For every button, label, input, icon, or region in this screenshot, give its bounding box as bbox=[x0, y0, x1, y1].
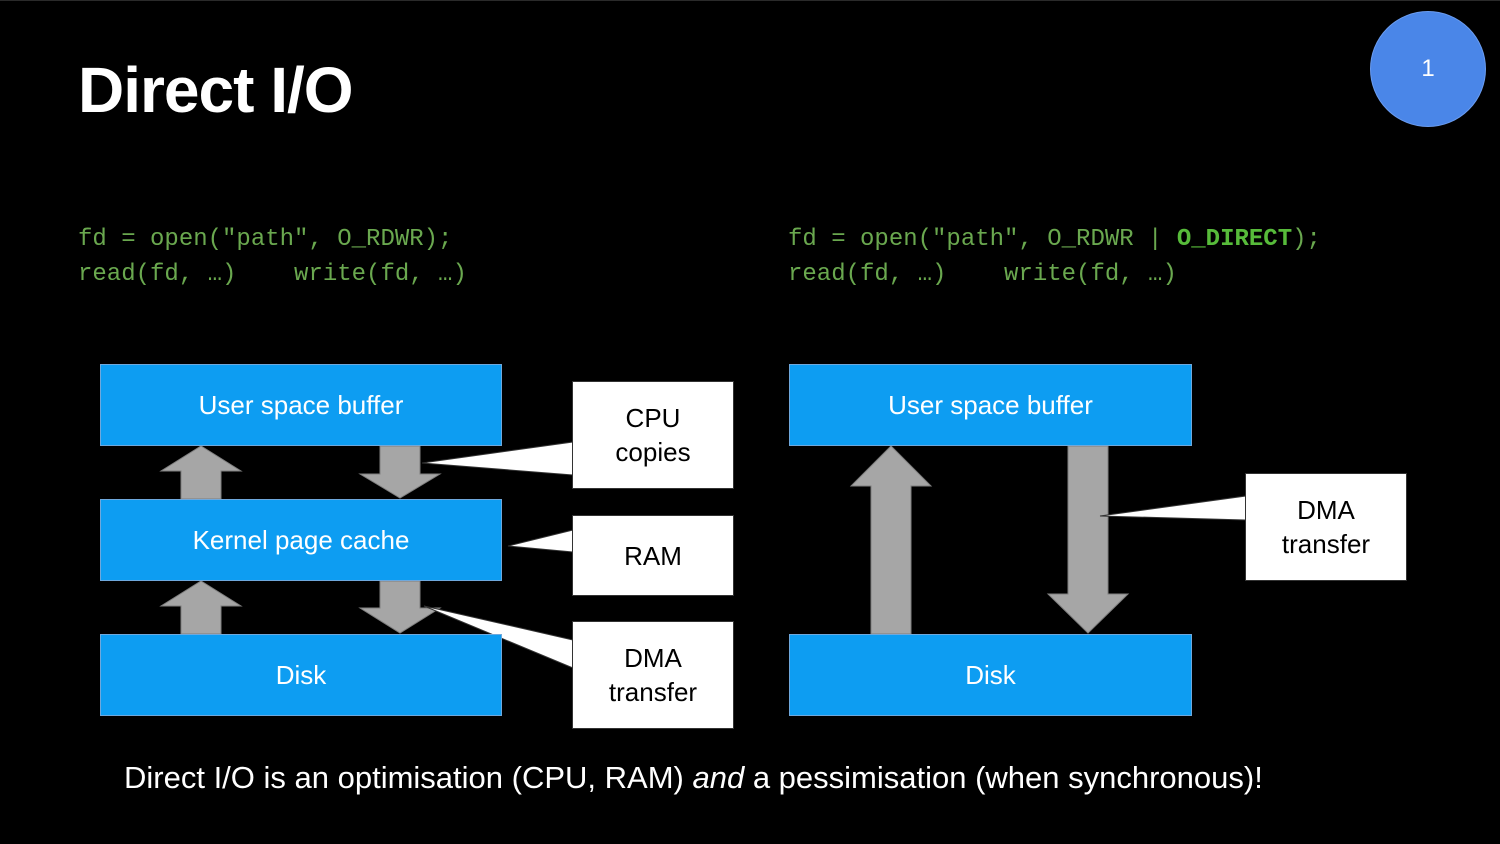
right-down-arrow-to-disk bbox=[1046, 445, 1130, 634]
left-user-space-buffer: User space buffer bbox=[100, 364, 502, 446]
right-code-line-open: fd = open("path", O_RDWR | O_DIRECT); bbox=[788, 222, 1321, 257]
left-dma-line2: transfer bbox=[608, 677, 698, 707]
left-down-arrow-to-cache bbox=[358, 445, 442, 499]
footer-part1: Direct I/O is an optimisation (CPU, RAM) bbox=[124, 760, 693, 795]
right-code-line-readwrite: read(fd, …) write(fd, …) bbox=[788, 261, 1177, 288]
right-dma-pointer bbox=[1099, 495, 1247, 521]
right-disk-label: Disk bbox=[965, 659, 1016, 690]
cpu-copies-pointer bbox=[421, 441, 574, 476]
left-user-space-buffer-label: User space buffer bbox=[198, 389, 404, 420]
left-code-block: fd = open("path", O_RDWR); read(fd, …) wr… bbox=[78, 222, 467, 292]
left-up-arrow-to-cache bbox=[159, 580, 243, 635]
ram-callout: RAM bbox=[572, 515, 734, 596]
right-dma-line1: DMA bbox=[1297, 495, 1355, 525]
right-code-open-prefix: fd = open("path", O_RDWR | bbox=[788, 226, 1177, 253]
right-code-open-suffix: ); bbox=[1292, 226, 1321, 253]
kernel-page-cache: Kernel page cache bbox=[100, 499, 502, 581]
left-disk-label: Disk bbox=[275, 659, 327, 690]
footer-part2: a pessimisation (when synchronous)! bbox=[744, 760, 1263, 795]
left-up-arrow-to-buffer bbox=[159, 445, 243, 500]
footer-emphasis: and bbox=[692, 760, 745, 795]
ram-pointer bbox=[507, 529, 574, 553]
page-number-badge: 1 bbox=[1370, 11, 1486, 127]
right-disk: Disk bbox=[789, 634, 1192, 716]
slide-top-border bbox=[0, 0, 1500, 1]
left-code-line-readwrite: read(fd, …) write(fd, …) bbox=[78, 261, 467, 288]
left-dma-transfer-callout: DMA transfer bbox=[572, 621, 734, 729]
right-dma-line2: transfer bbox=[1281, 529, 1371, 559]
right-code-block: fd = open("path", O_RDWR | O_DIRECT);rea… bbox=[788, 222, 1321, 292]
left-down-arrow-to-disk bbox=[358, 580, 442, 634]
right-up-arrow-to-buffer bbox=[849, 445, 933, 635]
right-user-space-buffer-label: User space buffer bbox=[888, 389, 1093, 420]
cpu-copies-line1: CPU bbox=[625, 403, 681, 433]
left-dma-line1: DMA bbox=[624, 643, 682, 673]
cpu-copies-line2: copies bbox=[615, 437, 691, 467]
footer-statement: Direct I/O is an optimisation (CPU, RAM)… bbox=[124, 758, 1263, 798]
ram-label: RAM bbox=[624, 540, 682, 571]
left-code-line-open: fd = open("path", O_RDWR); bbox=[78, 226, 453, 253]
page-title: Direct I/O bbox=[78, 54, 354, 126]
right-dma-transfer-callout: DMA transfer bbox=[1245, 473, 1407, 581]
cpu-copies-callout: CPU copies bbox=[572, 381, 734, 489]
page-number: 1 bbox=[1421, 55, 1435, 82]
o-direct-flag: O_DIRECT bbox=[1176, 226, 1293, 253]
right-user-space-buffer: User space buffer bbox=[789, 364, 1192, 446]
kernel-page-cache-label: Kernel page cache bbox=[192, 524, 410, 555]
left-disk: Disk bbox=[100, 634, 502, 716]
